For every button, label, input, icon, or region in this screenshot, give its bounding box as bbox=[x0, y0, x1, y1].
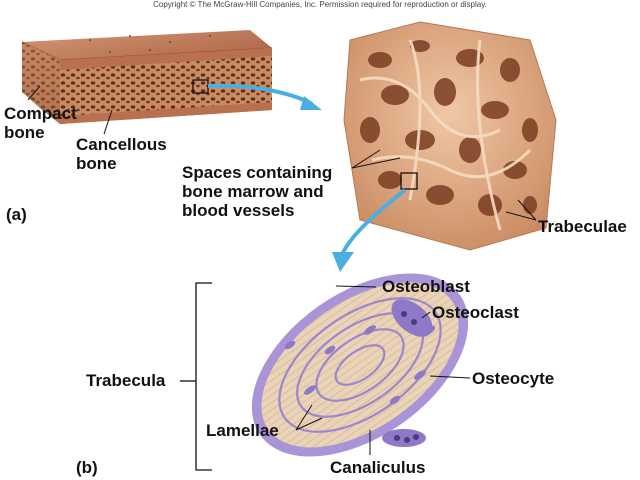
copyright-notice: Copyright © The McGraw-Hill Companies, I… bbox=[153, 0, 487, 9]
osteocyte-label: Osteocyte bbox=[472, 369, 555, 388]
osteoblast-label: Osteoblast bbox=[382, 277, 470, 296]
canaliculus-label: Canaliculus bbox=[330, 458, 426, 477]
spaces-label-line3: blood vessels bbox=[182, 201, 295, 220]
panel-b-label: (b) bbox=[76, 458, 98, 477]
bone-slab bbox=[21, 30, 273, 124]
panel-a-label: (a) bbox=[6, 205, 27, 224]
spaces-label: Spaces containing bone marrow and blood … bbox=[182, 163, 332, 220]
spongy-bone-block bbox=[343, 21, 557, 251]
osteoclast-label: Osteoclast bbox=[432, 303, 519, 322]
cancellous-bone-label-line1: Cancellous bbox=[76, 135, 167, 154]
spaces-label-line1: Spaces containing bbox=[182, 163, 333, 182]
cancellous-bone-label-line2: bone bbox=[76, 154, 117, 173]
trabecula-bracket bbox=[180, 282, 212, 471]
lamellae-label: Lamellae bbox=[206, 421, 279, 440]
trabeculae-label: Trabeculae bbox=[538, 217, 627, 236]
spaces-label-line2: bone marrow and bbox=[182, 182, 324, 201]
trabecula-label: Trabecula bbox=[86, 371, 166, 390]
compact-bone-label: Compact bone bbox=[4, 104, 77, 142]
compact-bone-label-line2: bone bbox=[4, 123, 45, 142]
cancellous-bone-label: Cancellous bone bbox=[76, 135, 167, 173]
compact-bone-label-line1: Compact bbox=[4, 104, 77, 123]
trabecula-section bbox=[251, 273, 469, 457]
